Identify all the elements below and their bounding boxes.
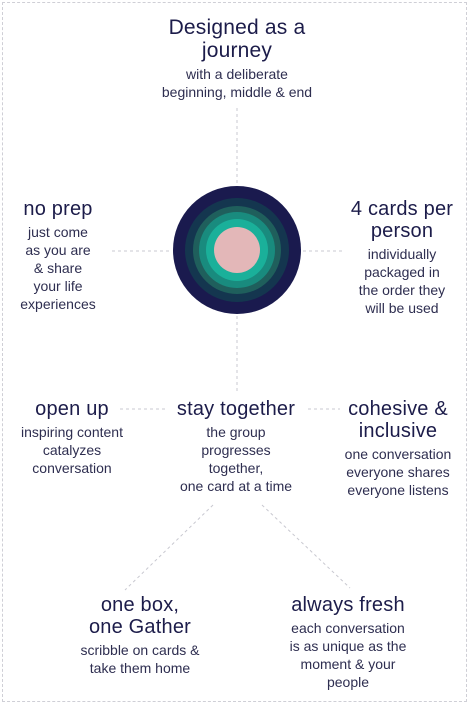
node-title: one box, one Gather [52,594,228,638]
desc-line: catalyzes [42,442,102,458]
node-title: 4 cards per person [334,198,470,242]
desc-line: the order they [358,282,446,298]
desc-line: people [326,674,370,690]
node-designed-as-journey: Designed as a journey with a deliberate … [115,16,359,101]
title-line: cohesive & [348,398,448,420]
desc-line: together, [208,460,264,476]
desc-line: individually [367,246,437,262]
desc-line: experiences [20,296,96,312]
node-description: scribble on cards & take them home [52,641,228,677]
node-description: inspiring content catalyzes conversation [6,423,138,477]
node-description: with a deliberate beginning, middle & en… [115,65,359,101]
desc-line: one conversation [344,446,452,462]
desc-line: & share [33,260,83,276]
title-line: person [370,220,434,242]
node-stay-together: stay together the group progresses toget… [160,398,312,495]
node-description: one conversation everyone shares everyon… [328,445,468,499]
desc-line: one card at a time [179,478,293,494]
title-line: one Gather [88,616,192,638]
concentric-circle-graphic [173,186,301,314]
core-circle [214,227,260,273]
title-line: journey [201,39,273,62]
desc-line: progresses [201,442,271,458]
desc-line: packaged in [364,264,440,280]
desc-line: scribble on cards & [80,642,200,658]
desc-line: the group [206,424,266,440]
node-title: always fresh [270,594,426,616]
node-description: the group progresses together, one card … [160,423,312,495]
title-line: inclusive [358,420,438,442]
desc-line: your life [33,278,83,294]
title-line: 4 cards per [350,198,454,220]
desc-line: take them home [89,660,191,676]
title-line: always fresh [291,594,405,616]
connector-stay-to-fresh [261,504,351,589]
node-description: individually packaged in the order they … [334,245,470,317]
node-one-box-one-gather: one box, one Gather scribble on cards & … [52,594,228,677]
desc-line: beginning, middle & end [161,84,313,100]
node-title: Designed as a journey [115,16,359,62]
node-description: each conversation is as unique as the mo… [270,619,426,691]
title-line: stay together [176,398,296,420]
desc-line: conversation [32,460,112,476]
title-line: Designed as a [168,16,306,39]
node-no-prep: no prep just come as you are & share you… [6,198,110,313]
desc-line: is as unique as the [289,638,407,654]
desc-line: just come [28,224,88,240]
desc-line: inspiring content [21,424,123,440]
title-line: no prep [23,198,93,220]
desc-line: everyone shares [346,464,450,480]
title-line: open up [35,398,109,420]
desc-line: will be used [365,300,439,316]
node-title: cohesive & inclusive [328,398,468,442]
connector-stay-to-onebox [124,504,214,591]
node-4-cards-per-person: 4 cards per person individually packaged… [334,198,470,317]
node-title: open up [6,398,138,420]
title-line: one box, [100,594,180,616]
desc-line: with a deliberate [186,66,288,82]
dashed-border-frame [2,2,467,702]
node-cohesive-inclusive: cohesive & inclusive one conversation ev… [328,398,468,499]
node-description: just come as you are & share your life e… [6,223,110,313]
desc-line: moment & your [300,656,396,672]
desc-line: each conversation [291,620,405,636]
node-title: no prep [6,198,110,220]
desc-line: as you are [25,242,91,258]
desc-line: everyone listens [347,482,449,498]
node-always-fresh: always fresh each conversation is as uni… [270,594,426,691]
node-title: stay together [160,398,312,420]
node-open-up: open up inspiring content catalyzes conv… [6,398,138,477]
